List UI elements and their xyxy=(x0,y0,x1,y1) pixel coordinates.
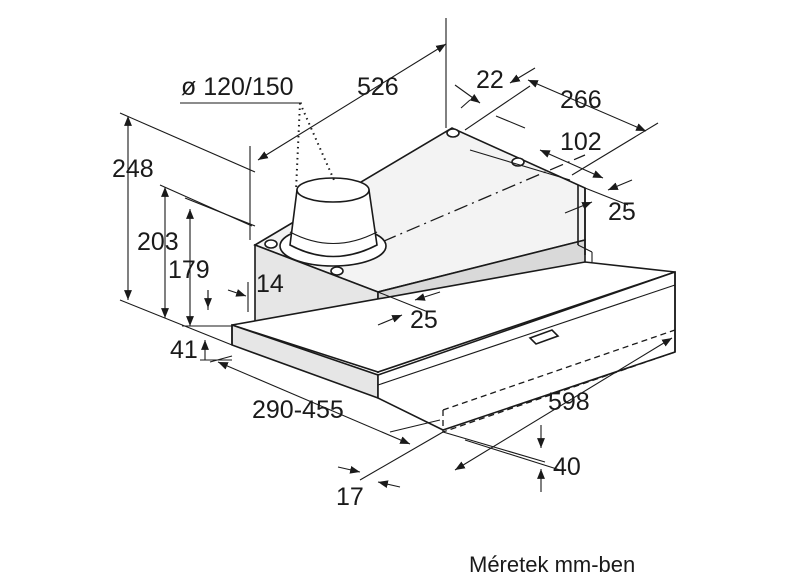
dim-front-offset: 40 xyxy=(553,453,581,481)
dim-front-step: 14 xyxy=(256,270,284,298)
dim-depth: 526 xyxy=(357,73,399,101)
dim-side-offset-top: 102 xyxy=(560,128,602,156)
dim-drawer-height: 41 xyxy=(170,336,198,364)
dim-total-height: 248 xyxy=(112,155,154,183)
dim-front-inset: 17 xyxy=(336,483,364,511)
dim-extension: 290-455 xyxy=(252,396,344,424)
dim-side-offset-a: 25 xyxy=(608,198,636,226)
dimension-lines: ø 120/150 526 22 266 102 25 248 203 179 … xyxy=(112,18,673,511)
dim-top-depth: 266 xyxy=(560,86,602,114)
units-caption: Méretek mm-ben xyxy=(469,552,636,577)
mounting-holes xyxy=(264,128,525,276)
dim-height-b: 203 xyxy=(137,228,179,256)
dim-top-offset: 22 xyxy=(476,66,504,94)
dim-side-offset-b: 25 xyxy=(410,306,438,334)
dim-height-c: 179 xyxy=(168,256,210,284)
hood-body xyxy=(231,127,676,433)
dim-duct: ø 120/150 xyxy=(181,73,294,101)
dim-width: 598 xyxy=(548,388,590,416)
duct-spigot xyxy=(279,177,387,267)
